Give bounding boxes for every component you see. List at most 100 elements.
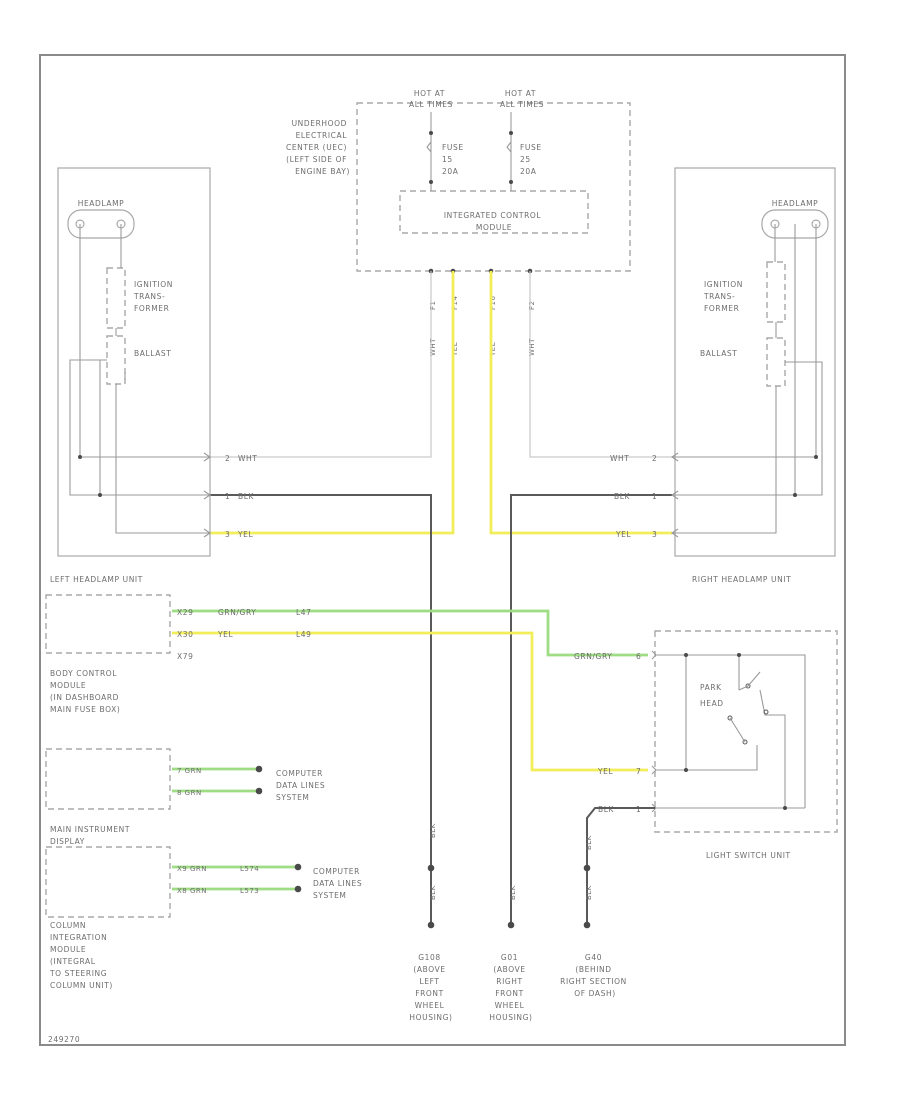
- left-pin3: 3: [225, 530, 230, 539]
- wire-color-wht-left: WHT: [429, 338, 437, 356]
- integrated-control-module-label: INTEGRATED CONTROL MODULE: [444, 211, 544, 232]
- right-ballast-label: BALLAST: [700, 349, 737, 358]
- ls-pin7: 7: [636, 767, 641, 776]
- cim-wire-l573: L573: [240, 887, 259, 895]
- ground-g108: BLK BLK G108 (ABOVE LEFT FRONT WHEEL HOU…: [409, 823, 452, 1022]
- bcm-wire-yel: YEL: [217, 630, 234, 639]
- diagram-footer-code: 249270: [48, 1035, 80, 1044]
- main-instrument-display: 7 GRN 8 GRN COMPUTER DATA LINES SYSTEM M…: [45, 748, 328, 846]
- wire-blk-light-switch-ground: [586, 807, 655, 925]
- right-pin1-color: BLK: [614, 492, 631, 501]
- mid-label: MAIN INSTRUMENT DISPLAY: [50, 825, 133, 846]
- right-pin3: 3: [652, 530, 657, 539]
- ground-g01: BLK G01 (ABOVE RIGHT FRONT WHEEL HOUSING…: [489, 885, 532, 1022]
- fuse-25-icon: [506, 141, 512, 153]
- wire-wht-left: [210, 271, 432, 458]
- body-control-module: X29 X30 GRN/GRY L47 YEL L49 X79 BODY CON…: [45, 594, 648, 772]
- right-headlamp-unit: HEADLAMP IGNITION TRANS- FORMER BALLAST …: [610, 167, 836, 584]
- wire-blk-right-ground: [510, 494, 672, 925]
- wire-yel-l49: [172, 631, 648, 772]
- cim-label: COLUMN INTEGRATION MODULE (INTEGRAL TO S…: [49, 921, 113, 990]
- left-pin2-color: WHT: [238, 454, 257, 463]
- ls-pin7-color: YEL: [597, 767, 614, 776]
- ls-pin1: 1: [636, 805, 641, 814]
- column-integration-module: X9 GRN L574 X8 GRN L573 COMPUTER DATA LI…: [45, 846, 365, 990]
- wire-color-yel-left: YEL: [451, 342, 459, 357]
- left-pin2: 2: [225, 454, 230, 463]
- g108-wire-color: BLK: [429, 885, 437, 900]
- g40-label: G40 (BEHIND RIGHT SECTION OF DASH): [560, 953, 630, 998]
- mid-destination-label: COMPUTER DATA LINES SYSTEM: [276, 769, 328, 802]
- wire-code-f14: F14: [451, 296, 459, 310]
- wire-blk-left-ground: [210, 494, 432, 925]
- switch-contact-icon: [745, 683, 751, 689]
- diagram-frame: [39, 54, 846, 1046]
- bcm-wire-l47: L47: [296, 608, 312, 617]
- fuse-15-icon: [426, 141, 432, 153]
- mid-wire-8: 8 GRN: [177, 789, 202, 797]
- left-ignition-transformer-label: IGNITION TRANS- FORMER: [133, 280, 176, 313]
- fuse-25-label: FUSE 25 20A: [520, 143, 545, 176]
- wire-grn-gry-l47: [172, 609, 648, 657]
- right-pin2-color: WHT: [610, 454, 629, 463]
- left-headlamp-unit-caption: LEFT HEADLAMP UNIT: [50, 575, 143, 584]
- right-pin2: 2: [652, 454, 657, 463]
- g40-wire-color: BLK: [585, 835, 593, 850]
- wire-yel-left: [210, 271, 455, 535]
- g01-label: G01 (ABOVE RIGHT FRONT WHEEL HOUSING): [489, 953, 532, 1022]
- hot-at-all-times-left: HOT AT ALL TIMES: [409, 89, 453, 109]
- light-switch-connector-icon: [651, 650, 657, 813]
- bcm-pin-x29: X29: [177, 608, 193, 617]
- right-pin1: 1: [652, 492, 657, 501]
- cim-destination-label: COMPUTER DATA LINES SYSTEM: [313, 867, 365, 900]
- cim-wire-x9: X9 GRN: [177, 865, 207, 873]
- bcm-pin-x30: X30: [177, 630, 193, 639]
- bcm-label: BODY CONTROL MODULE (IN DASHBOARD MAIN F…: [50, 669, 122, 714]
- switch-contact-icon: [763, 709, 769, 715]
- ls-pin6-color: GRN/GRY: [574, 652, 613, 661]
- right-connector-icon: [671, 452, 679, 538]
- light-switch-unit: PARK HEAD GRN/GRY 6 YEL 7 BLK 1 LIGHT SW…: [574, 630, 838, 860]
- cim-wire-x8: X8 GRN: [177, 887, 207, 895]
- ls-pin6: 6: [636, 652, 641, 661]
- wire-color-wht-right: WHT: [528, 338, 536, 356]
- left-pin1: 1: [225, 492, 230, 501]
- bcm-wire-l49: L49: [296, 630, 312, 639]
- wire-wht-right: [529, 271, 672, 458]
- right-ignition-transformer-label: IGNITION TRANS- FORMER: [703, 280, 746, 313]
- ground-g40: BLK BLK G40 (BEHIND RIGHT SECTION OF DAS…: [560, 835, 630, 998]
- wire-color-yel-right: YEL: [489, 342, 497, 357]
- cim-wire-l574: L574: [240, 865, 259, 873]
- left-headlamp-label: HEADLAMP: [78, 199, 125, 208]
- g40-wire-color: BLK: [585, 885, 593, 900]
- bcm-wire-grn-gry: GRN/GRY: [218, 608, 257, 617]
- left-ballast-label: BALLAST: [134, 349, 171, 358]
- ls-pin1-color: BLK: [598, 805, 615, 814]
- right-pin3-color: YEL: [615, 530, 632, 539]
- left-headlamp-unit: HEADLAMP IGNITION TRANS- FORMER BALLAST …: [50, 167, 257, 584]
- wire-code-f16: F16: [489, 296, 497, 310]
- left-pin1-color: BLK: [238, 492, 255, 501]
- uec-label-line: UNDERHOOD ELECTRICAL CENTER (UEC) (LEFT …: [286, 119, 350, 176]
- left-connector-icon: [203, 452, 211, 538]
- bcm-connector-x79: X79: [177, 652, 193, 661]
- right-headlamp-unit-caption: RIGHT HEADLAMP UNIT: [692, 575, 791, 584]
- switch-contact-icon: [727, 715, 733, 721]
- g01-wire-color: BLK: [509, 885, 517, 900]
- switch-contact-icon: [742, 739, 748, 745]
- underhood-electrical-center: UNDERHOOD ELECTRICAL CENTER (UEC) (LEFT …: [286, 89, 631, 357]
- wire-code-f2: F2: [528, 301, 536, 310]
- fuse-15-label: FUSE 15 20A: [442, 143, 467, 176]
- g108-wire-color: BLK: [429, 823, 437, 838]
- wire-yel-right: [489, 271, 672, 535]
- light-switch-park-head-label: PARK HEAD: [700, 683, 725, 708]
- mid-wire-7: 7 GRN: [177, 767, 202, 775]
- wire-code-f1: F1: [429, 301, 437, 310]
- left-pin3-color: YEL: [237, 530, 254, 539]
- light-switch-unit-caption: LIGHT SWITCH UNIT: [706, 851, 791, 860]
- right-headlamp-label: HEADLAMP: [772, 199, 819, 208]
- switch-blade-icon: [729, 671, 761, 743]
- hot-at-all-times-right: HOT AT ALL TIMES: [500, 89, 544, 109]
- g108-label: G108 (ABOVE LEFT FRONT WHEEL HOUSING): [409, 953, 452, 1022]
